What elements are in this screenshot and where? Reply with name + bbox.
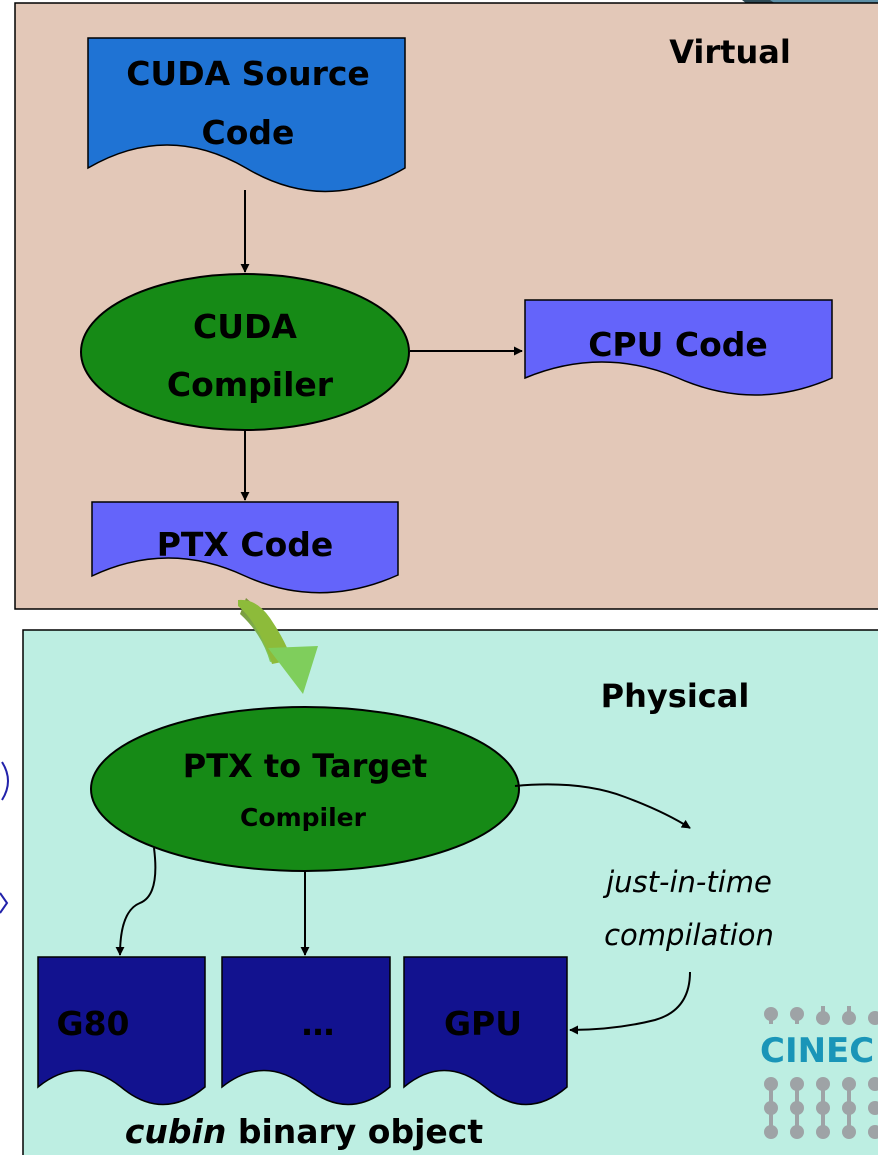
cuda-source-code-node: CUDA Source Code [87, 37, 406, 193]
cuda-compiler-node: CUDA Compiler [80, 273, 410, 431]
clipped-left-marks [0, 761, 9, 914]
ptx-to-target-compiler-node: PTX to Target Compiler [90, 706, 520, 872]
jit-label-1: just-in-time [602, 865, 772, 899]
cineca-logo-top-dots [764, 1006, 878, 1025]
ptx-compiler-label-2: Compiler [240, 803, 367, 832]
arrow-jit-to-gpu [569, 971, 691, 1035]
cuda-compiler-label-1: CUDA [193, 307, 297, 346]
gpu-node: GPU [403, 956, 568, 1106]
cineca-logo: CINEC [760, 1006, 878, 1139]
gpu-label: GPU [444, 1004, 522, 1043]
cubin-caption: cubin binary object [125, 1112, 483, 1151]
arrow-ptx-to-g80 [115, 847, 157, 956]
ptx-code-node: PTX Code [91, 501, 399, 594]
ellipsis-label: … [302, 1004, 335, 1043]
ptx-flow-arrow [238, 598, 318, 694]
virtual-label: Virtual [669, 33, 791, 71]
ptx-code-label: PTX Code [157, 525, 334, 564]
jit-label-2: compilation [604, 918, 774, 952]
cpu-code-label: CPU Code [588, 325, 768, 364]
cpu-code-node: CPU Code [524, 299, 833, 396]
cuda-source-code-label-1: CUDA Source [126, 54, 370, 93]
ptx-compiler-label-1: PTX to Target [183, 747, 428, 785]
ellipsis-node: … [221, 956, 391, 1106]
physical-label: Physical [601, 677, 750, 715]
arrow-ptx-to-jit [514, 783, 691, 829]
g80-label: G80 [56, 1004, 129, 1043]
cuda-compiler-label-2: Compiler [167, 365, 334, 404]
cineca-logo-text: CINEC [760, 1031, 874, 1071]
cineca-logo-bottom-dots [764, 1077, 878, 1139]
cubin-caption-italic: cubin [125, 1112, 226, 1151]
g80-node: G80 [37, 956, 206, 1106]
cubin-caption-rest: binary object [226, 1112, 483, 1151]
cuda-source-code-label-2: Code [202, 113, 295, 152]
